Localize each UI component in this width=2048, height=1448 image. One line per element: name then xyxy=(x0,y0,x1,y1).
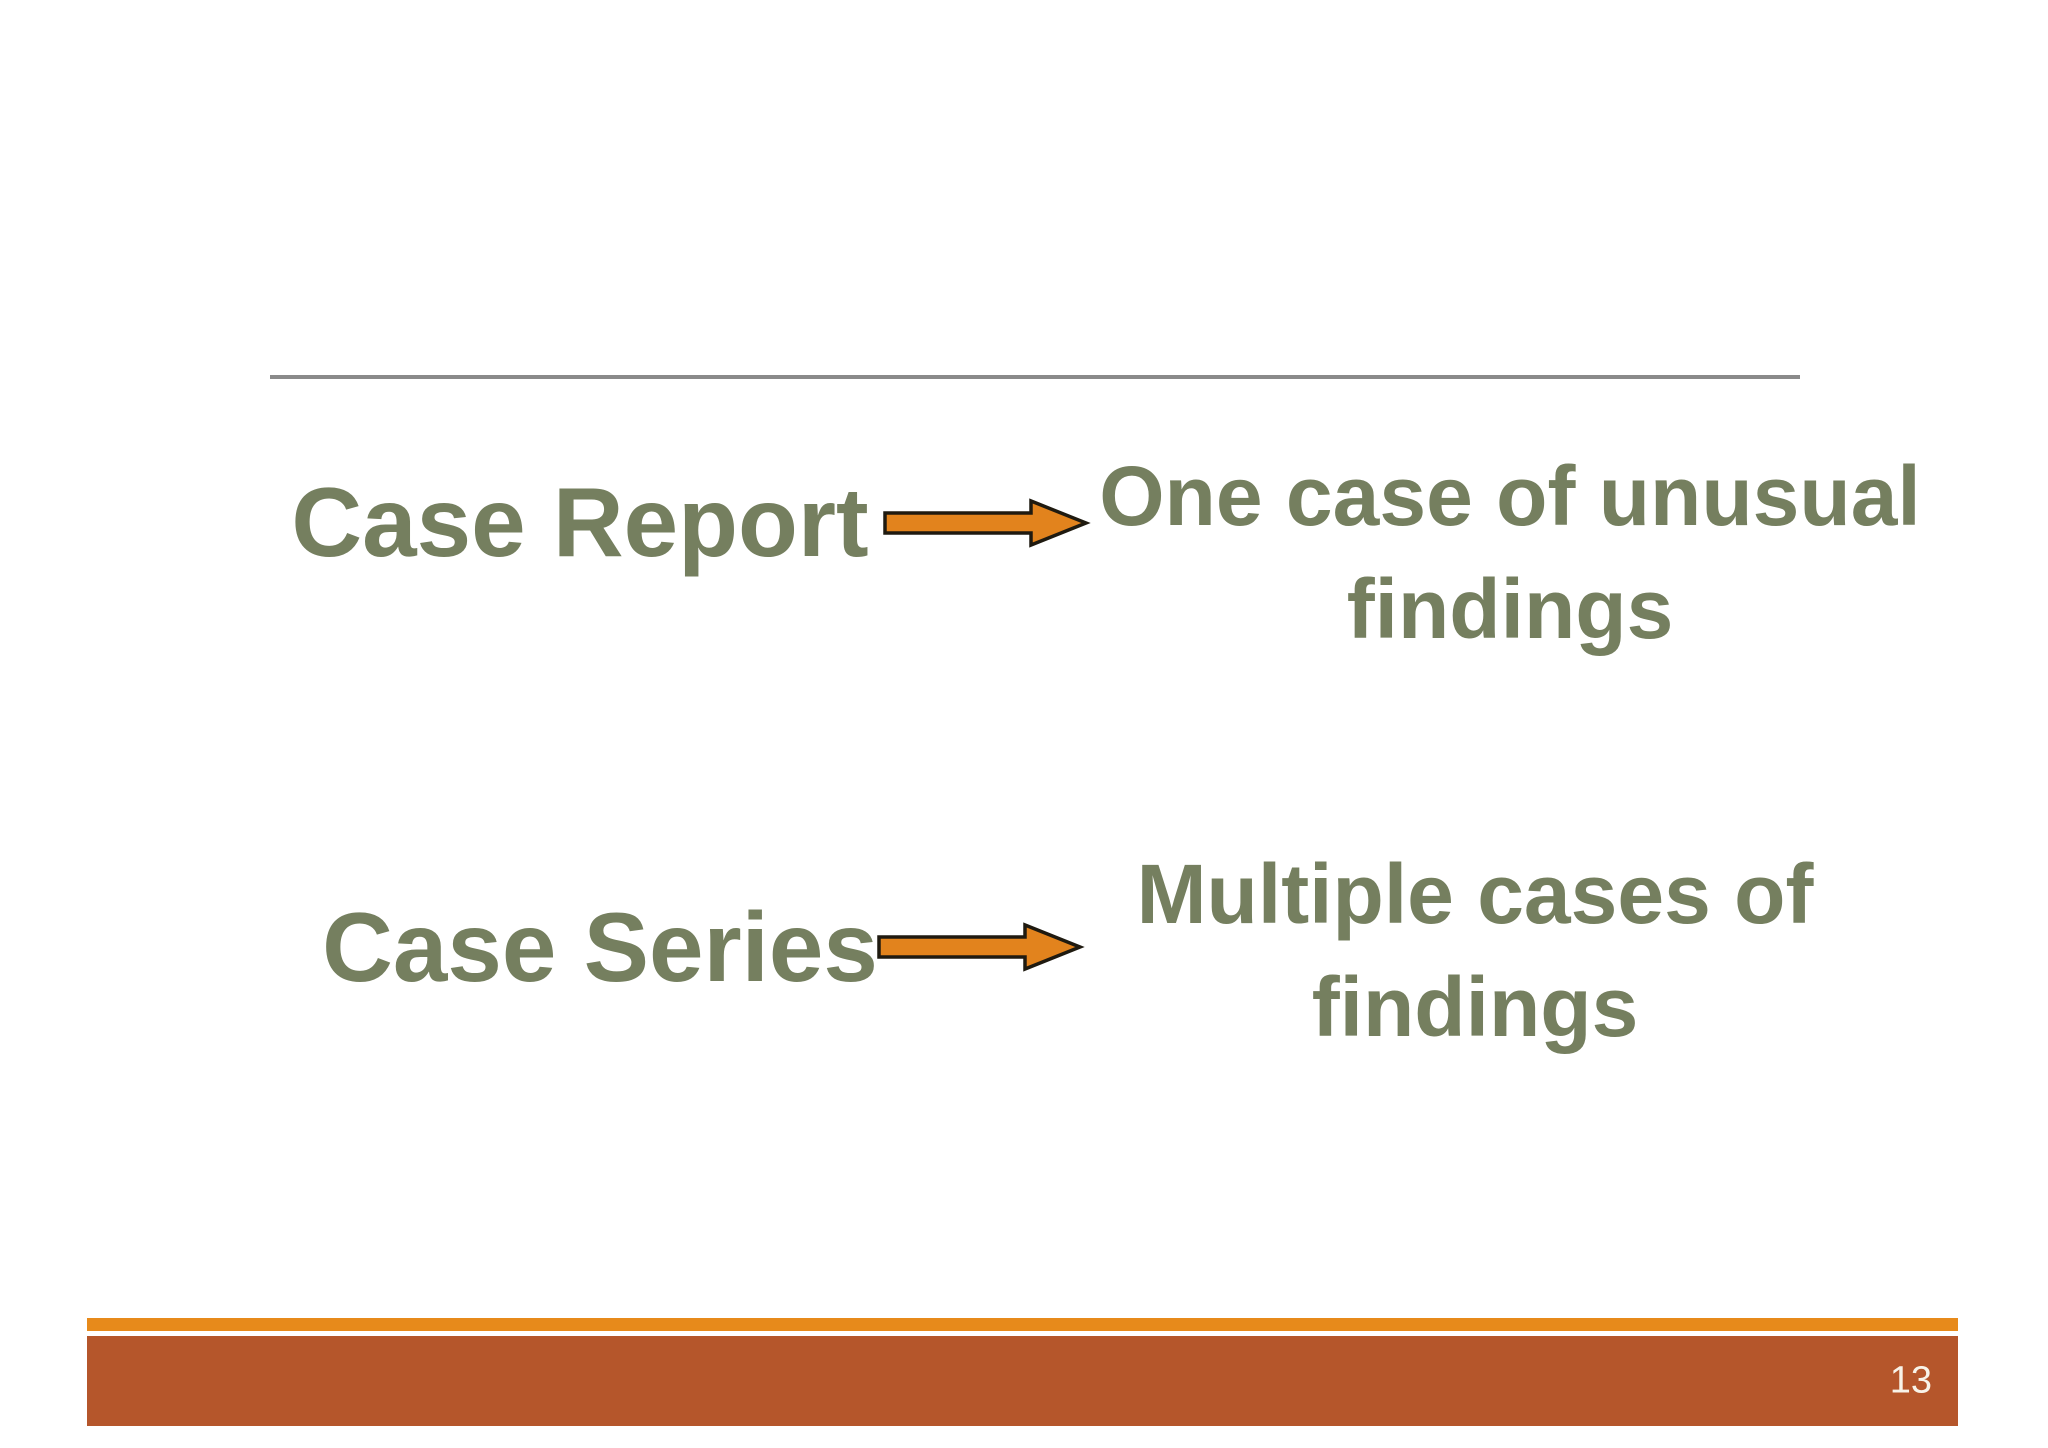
term-case-report: Case Report xyxy=(291,467,869,577)
footer-accent-strip xyxy=(87,1318,1958,1331)
definition-line: findings xyxy=(1311,960,1639,1054)
definition-case-report: One case of unusual findings xyxy=(1090,440,1930,666)
page-number: 13 xyxy=(1889,1359,1932,1402)
arrow-right-icon xyxy=(877,922,1085,972)
divider-line xyxy=(270,375,1800,379)
definition-line: findings xyxy=(1346,562,1674,656)
definition-line: Multiple cases of xyxy=(1136,847,1814,941)
definition-case-series: Multiple cases of findings xyxy=(1055,838,1895,1064)
arrow-right-icon xyxy=(883,498,1091,548)
footer-bar: 13 xyxy=(87,1336,1958,1426)
definition-line: One case of unusual xyxy=(1099,449,1921,543)
term-case-series: Case Series xyxy=(322,892,878,1002)
